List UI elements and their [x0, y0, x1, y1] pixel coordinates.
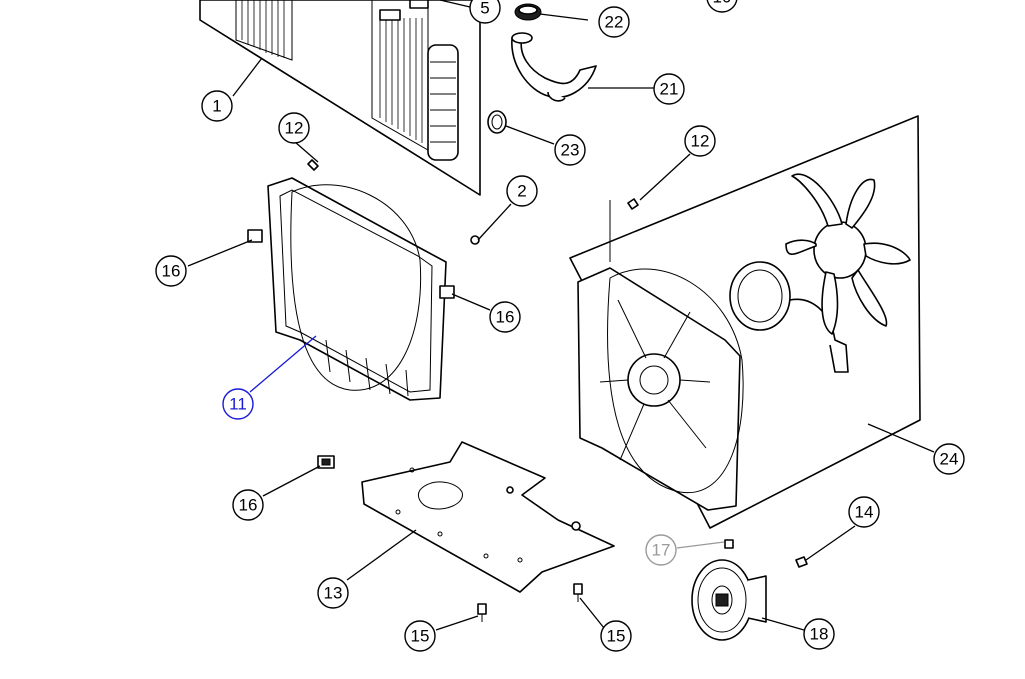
svg-text:13: 13	[324, 584, 343, 603]
svg-text:16: 16	[239, 496, 258, 515]
callout-14[interactable]: 14	[848, 496, 880, 528]
callout-10[interactable]: 10	[706, 0, 738, 13]
fan-assembly-drawing	[569, 115, 921, 529]
svg-text:5: 5	[480, 0, 489, 18]
callout-15-right[interactable]: 15	[600, 620, 632, 652]
radiator-drawing	[199, 0, 481, 196]
callout-2[interactable]: 2	[506, 175, 538, 207]
callout-24[interactable]: 24	[933, 443, 965, 475]
callout-18[interactable]: 18	[803, 618, 835, 650]
callout-21[interactable]: 21	[653, 73, 685, 105]
callout-12-upper[interactable]: 12	[278, 112, 310, 144]
svg-text:15: 15	[607, 627, 626, 646]
svg-text:22: 22	[605, 13, 624, 32]
svg-text:1: 1	[212, 97, 221, 116]
svg-text:12: 12	[691, 132, 710, 151]
fan-clutch-drawing	[691, 559, 767, 641]
svg-text:2: 2	[517, 182, 526, 201]
svg-text:17: 17	[652, 541, 671, 560]
fasteners-drawing	[317, 198, 808, 622]
svg-text:14: 14	[855, 503, 874, 522]
svg-text:15: 15	[411, 627, 430, 646]
callout-16-right[interactable]: 16	[489, 301, 521, 333]
svg-text:24: 24	[940, 450, 959, 469]
callout-1[interactable]: 1	[201, 90, 233, 122]
svg-text:12: 12	[285, 119, 304, 138]
callout-22[interactable]: 22	[598, 6, 630, 38]
svg-text:10: 10	[713, 0, 732, 7]
upper-hose-drawing	[487, 3, 597, 134]
callout-23[interactable]: 23	[554, 134, 586, 166]
callout-13[interactable]: 13	[317, 577, 349, 609]
svg-text:18: 18	[810, 625, 829, 644]
leader-lines	[187, 0, 935, 631]
callout-15-left[interactable]: 15	[404, 620, 436, 652]
shield-plate-drawing	[361, 441, 615, 593]
callout-16-left[interactable]: 16	[155, 255, 187, 287]
svg-text:16: 16	[496, 308, 515, 327]
svg-text:21: 21	[660, 80, 679, 99]
callout-16-lower[interactable]: 16	[232, 489, 264, 521]
callout-11-selected[interactable]: 11	[222, 388, 254, 420]
svg-text:16: 16	[162, 262, 181, 281]
svg-text:23: 23	[561, 141, 580, 160]
svg-text:11: 11	[229, 395, 247, 414]
callout-17-muted[interactable]: 17	[645, 534, 677, 566]
callout-12-right[interactable]: 12	[684, 125, 716, 157]
fan-shroud-drawing	[247, 159, 455, 401]
callout-5[interactable]: 5	[469, 0, 501, 24]
